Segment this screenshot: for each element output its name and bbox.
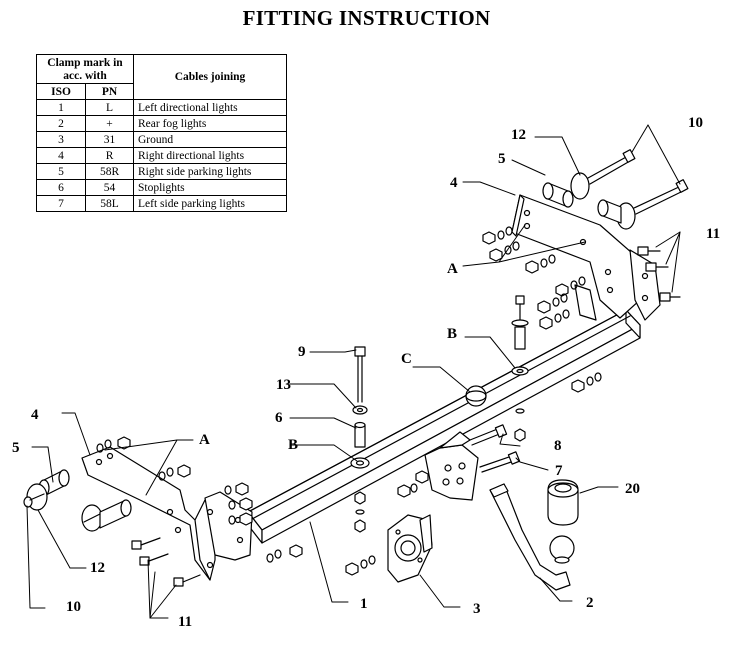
callout-9: 9 — [298, 344, 306, 360]
table-row: 5 58R Right side parking lights — [35, 163, 287, 180]
callout-labels: 12 10 5 4 11 A B C 9 13 6 B 4 5 A 8 7 20… — [12, 115, 720, 630]
left-nuts-washers — [96, 436, 376, 576]
cable-desc-cell: Stoplights — [133, 179, 287, 196]
top-spacer-tube — [542, 182, 574, 208]
callout-11-top: 11 — [706, 226, 720, 242]
cross-beam — [247, 309, 641, 544]
iso-cell: 4 — [35, 147, 87, 164]
center-vertical-bolt — [350, 346, 370, 533]
callout-12-top: 12 — [511, 127, 526, 143]
hitch-bolts — [397, 424, 521, 498]
callout-b-left: B — [288, 437, 298, 453]
top-long-bolts — [587, 149, 689, 215]
callout-8: 8 — [554, 438, 562, 454]
callout-b-right: B — [447, 326, 457, 342]
tow-ball-cover — [547, 479, 579, 526]
cable-desc-cell: Right side parking lights — [133, 163, 287, 180]
callout-a-left: A — [199, 432, 210, 448]
left-short-bolts — [23, 493, 101, 523]
page-title: FITTING INSTRUCTION — [242, 6, 491, 30]
callout-20: 20 — [625, 481, 640, 497]
pn-column-header: PN — [85, 83, 134, 100]
cable-desc-cell: Left side parking lights — [133, 195, 287, 212]
callout-10-top: 10 — [688, 115, 703, 131]
left-spacer-plate — [26, 483, 132, 532]
top-spacer-plate — [570, 172, 636, 230]
iso-cell: 7 — [35, 195, 87, 212]
right-vertical-bolt — [511, 295, 529, 442]
callout-6: 6 — [275, 410, 283, 426]
table-row: 6 54 Stoplights — [35, 179, 287, 196]
callout-4-left: 4 — [31, 407, 39, 423]
hitch-bracket — [424, 431, 479, 501]
cables-joining-header: Cables joining — [133, 54, 287, 100]
callout-2: 2 — [586, 595, 594, 611]
callout-10-bottom: 10 — [66, 599, 81, 615]
callout-7: 7 — [555, 463, 563, 479]
callout-c: C — [401, 351, 412, 367]
clamp-mark-header: Clamp mark in acc. with — [36, 54, 134, 84]
callout-11-bottom: 11 — [178, 614, 192, 630]
pn-cell: 58R — [85, 163, 134, 180]
top-nuts-washers — [482, 226, 602, 393]
cable-desc-cell: Right directional lights — [133, 147, 287, 164]
cable-wiring-table: Clamp mark in acc. with Cables joining I… — [35, 54, 287, 212]
callout-4-top: 4 — [450, 175, 458, 191]
table-row: 4 R Right directional lights — [35, 147, 287, 164]
callout-12-bottom: 12 — [90, 560, 105, 576]
callout-13: 13 — [276, 377, 291, 393]
callout-a-top: A — [447, 261, 458, 277]
top-right-bolts — [637, 246, 681, 302]
leader-lines — [26, 124, 681, 619]
callout-1: 1 — [360, 596, 368, 612]
callout-5-left: 5 — [12, 440, 20, 456]
tow-ball-neck — [489, 483, 575, 591]
socket-plate — [387, 514, 433, 583]
callout-3: 3 — [473, 601, 481, 617]
left-lower-bolts — [131, 537, 201, 587]
table-row: 7 58L Left side parking lights — [35, 195, 287, 212]
callout-5-top: 5 — [498, 151, 506, 167]
